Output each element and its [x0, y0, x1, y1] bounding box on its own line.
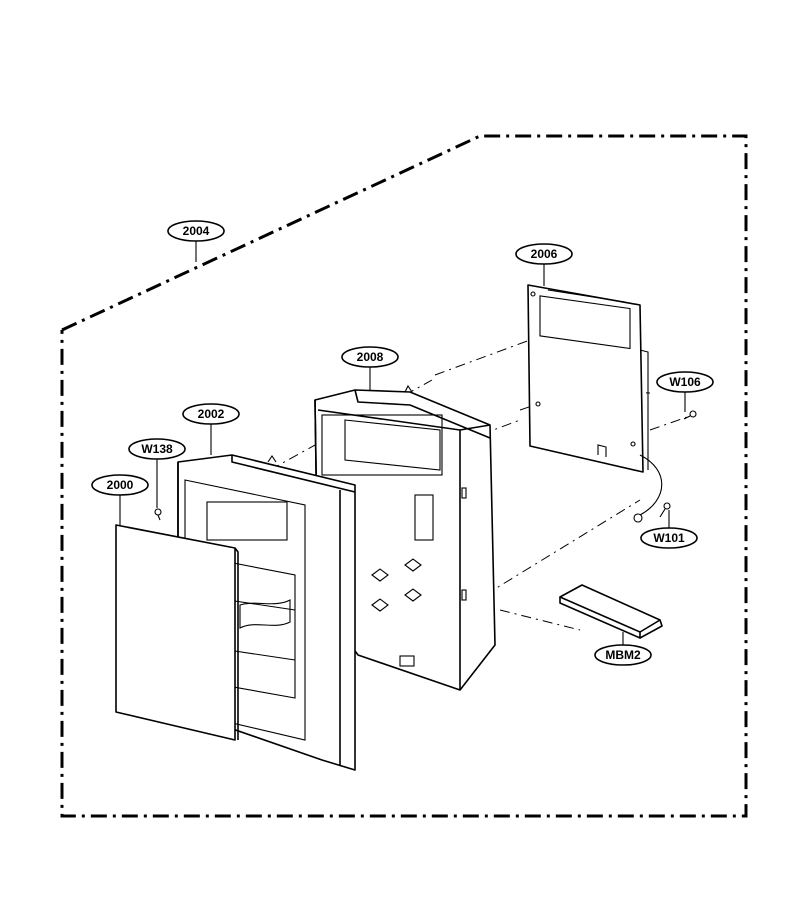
screw-w138	[154, 508, 162, 521]
label-2006: 2006	[515, 243, 573, 265]
ground-wire	[633, 454, 663, 523]
part-2006-pcb	[527, 284, 649, 473]
label-2000: 2000	[91, 474, 149, 496]
svg-text:MBM2: MBM2	[605, 648, 641, 662]
svg-text:W106: W106	[669, 375, 701, 389]
label-2008: 2008	[341, 346, 399, 368]
label-w138: W138	[128, 438, 186, 460]
part-2008-panel-frame	[314, 384, 496, 691]
part-2000-front-cover	[115, 524, 239, 741]
svg-text:2004: 2004	[183, 224, 210, 238]
svg-text:2006: 2006	[531, 247, 558, 261]
svg-text:2008: 2008	[357, 350, 384, 364]
svg-text:2000: 2000	[107, 478, 134, 492]
svg-text:2002: 2002	[198, 407, 225, 421]
leader-lines	[119, 241, 686, 645]
screw-w101	[659, 502, 671, 518]
assembly-boundary	[60, 134, 748, 818]
label-2004: 2004	[167, 220, 225, 242]
svg-text:W138: W138	[141, 442, 173, 456]
svg-text:W101: W101	[653, 531, 685, 545]
screw-w106	[683, 410, 697, 420]
part-mbm2-bracket	[559, 584, 663, 639]
label-mbm2: MBM2	[594, 644, 652, 666]
label-w101: W101	[640, 527, 698, 549]
label-2002: 2002	[182, 403, 240, 425]
label-w106: W106	[656, 371, 714, 393]
